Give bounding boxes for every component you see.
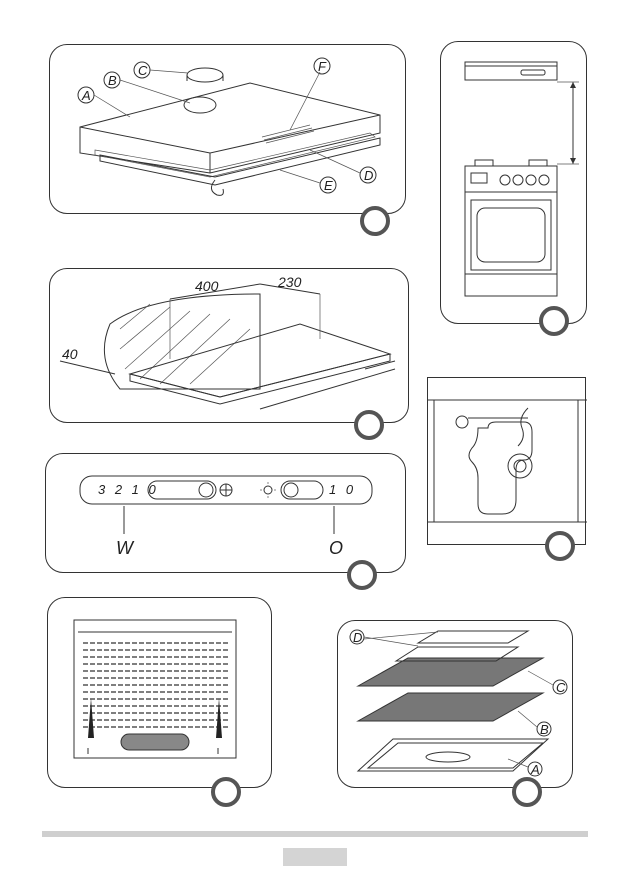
page-number-tab — [283, 848, 347, 866]
footer-bar — [42, 831, 588, 837]
